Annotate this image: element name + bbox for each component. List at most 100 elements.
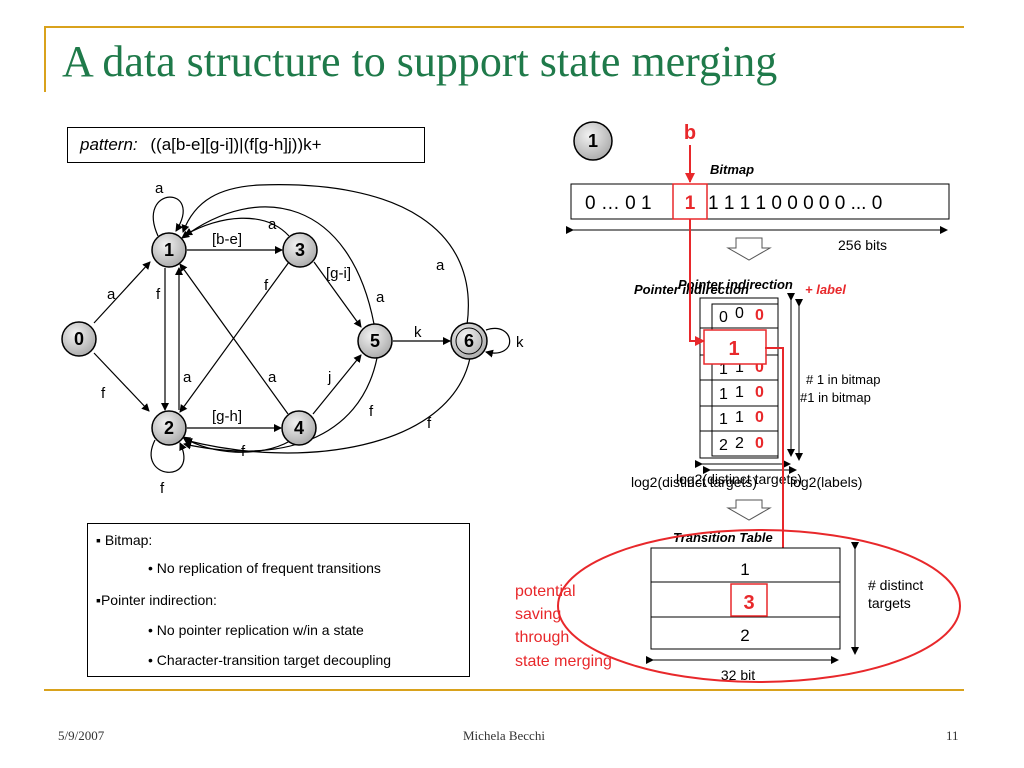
dfa-edges [93,184,511,473]
state-3: 3 [282,232,318,268]
edge-0-1 [93,261,151,324]
state-2: 2 [151,410,187,446]
label-5-2: f [369,403,374,420]
ptr-row-3-a: 1 [719,411,728,428]
state-4-label: 4 [294,418,304,438]
edge-3-5 [313,261,362,328]
tt-row-2: 2 [740,626,749,645]
notes-box: ▪ Bitmap: • No replication of frequent t… [87,523,470,677]
step-number: 1 [588,131,598,151]
frame-top-line [44,26,964,28]
ptr-table [699,297,779,459]
note-item-1: • No replication of frequent transitions [148,560,381,576]
tt-row-0: 1 [740,560,749,579]
ptr-row-3-b: 1 [735,409,744,426]
label-0-2: f [101,385,106,402]
edge-3-1 [184,217,290,237]
pattern-box: pattern: ((a[b-e][g-i])|(f[g-h]j))k+ [67,127,425,163]
step-marker: 1 [573,121,613,161]
ptr-width-b: log2(distinct targets) [676,471,802,487]
label-4-2: f [241,443,246,460]
footer-page: 11 [946,728,959,743]
edge-4-1 [179,263,289,415]
note-item-4: • Character-transition target decoupling [148,652,392,668]
label-0-1: a [107,286,116,303]
merge-ellipse [557,529,961,683]
ptr-row-0-a: 0 [719,309,728,326]
label-3-1: a [268,216,277,233]
ptr-width-a: log2(distinct targets) [631,474,757,490]
edge-5-1 [181,206,375,325]
state-0: 0 [61,321,97,357]
frame-bottom-line [44,689,964,691]
note-item-2: Pointer indirection: [100,592,217,608]
label-4-5: j [327,369,331,386]
ptr-title-lower: Pointer indirection [634,282,749,297]
edge-self-2 [150,439,187,473]
note-item-0: Bitmap: [104,532,153,548]
saving-line-3: through [515,629,569,646]
bitmap-box [570,183,950,220]
ptr-selected-box [703,329,767,365]
bitmap-bits-left: 0 … 0 1 [585,193,652,214]
tt-height-label: # distinct [868,577,923,593]
tt-title: Transition Table [673,530,773,545]
ptr-row-1-label: 0 [755,359,764,376]
state-6-label: 6 [464,331,474,351]
tt-selected-box [730,583,768,617]
pattern-label: pattern: [80,135,138,154]
saving-line-1: potential [515,583,576,600]
label-6-2: f [427,415,432,432]
state-1: 1 [151,232,187,268]
down-arrow-1 [726,237,772,261]
tt-width-label: 32 bit [721,667,755,683]
frame-left-line [44,26,46,92]
note-bitmap-heading: ▪ Bitmap: [96,532,153,548]
ptr-row-3-label: 0 [755,409,764,426]
ptr-count-a: # 1 in bitmap [806,372,880,387]
down-arrow-2 [726,499,772,521]
ptr-row-4-a: 2 [719,437,728,454]
state-5: 5 [357,323,393,359]
edge-4-5 [312,354,362,415]
ptr-selected-value: 1 [728,338,739,360]
footer-author: Michela Becchi [463,728,545,743]
label-2-1: a [183,369,192,386]
pattern-expression: ((a[b-e][g-i])|(f[g-h]j))k+ [150,135,322,154]
label-5-6: k [414,324,422,341]
bitmap-bit-highlight: 1 [685,193,696,214]
ptr-title-upper: Pointer indirection [678,277,793,292]
label-self-2: f [160,480,165,497]
edge-self-1 [152,196,184,237]
ptr-row-1-a: 1 [719,361,728,378]
ptr-row-2-label: 0 [755,384,764,401]
bitmap-bits-right: 1 1 1 1 0 0 0 0 0 ... 0 [708,193,882,214]
state-6: 6 [450,322,488,360]
label-3-2: f [264,277,269,294]
edge-self-6 [485,327,511,358]
ptr-to-table-arrow [765,347,788,596]
label-2-4: [g-h] [212,408,242,425]
state-3-label: 3 [295,240,305,260]
edge-4-2 [182,436,291,453]
ptr-row-4-b: 2 [735,435,744,452]
edge-3-2 [179,261,290,413]
saving-line-2: saving [515,606,561,623]
ptr-row-2-a: 1 [719,386,728,403]
tt-height-label-1: # distinct targets [868,577,927,611]
label-self-1: a [155,180,164,197]
bitmap-title: Bitmap [710,162,754,177]
bitmap-highlight-cell [672,183,708,220]
label-4-1: a [268,369,277,386]
ptr-row-4-label: 0 [755,435,764,452]
input-char: b [684,122,696,144]
state-2-label: 2 [164,418,174,438]
edge-6-2 [184,357,471,454]
ptr-row-0-label: 0 [755,307,764,324]
label-5-1: a [376,289,385,306]
footer-date: 5/9/2007 [58,728,105,743]
state-5-label: 5 [370,331,380,351]
state-1-label: 1 [164,240,174,260]
edge-6-1 [181,184,469,326]
saving-line-4: state merging [515,653,612,670]
